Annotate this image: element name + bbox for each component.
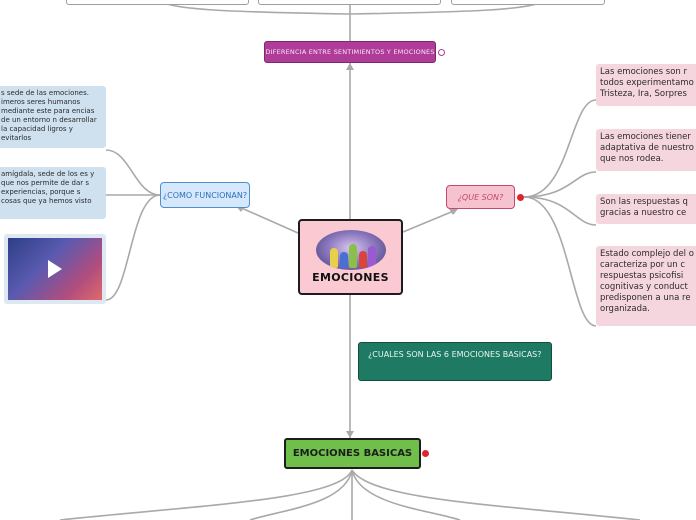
que-son-collapse-icon[interactable] xyxy=(517,194,524,201)
basicas-collapse-icon[interactable] xyxy=(422,450,429,457)
central-title: EMOCIONES xyxy=(312,271,389,284)
card-text: amígdala, sede de los es y que nos permi… xyxy=(1,170,95,205)
como-funcionan-label: ¿COMO FUNCIONAN? xyxy=(162,190,248,200)
card-text: Estado complejo del o caracteriza por un… xyxy=(600,249,694,314)
como-funcionan-card-2[interactable]: amígdala, sede de los es y que nos permi… xyxy=(0,167,106,219)
cuales-son-topic[interactable]: ¿CUALES SON LAS 6 EMOCIONES BASICAS? xyxy=(358,342,552,381)
que-son-card-4[interactable]: Estado complejo del o caracteriza por un… xyxy=(596,246,696,326)
que-son-topic[interactable]: ¿QUE SON? xyxy=(446,185,515,209)
video-thumbnail[interactable] xyxy=(4,234,106,304)
que-son-card-3[interactable]: Son las respuestas q gracias a nuestro c… xyxy=(596,194,696,224)
como-funcionan-card-1[interactable]: s sede de las emociones. imeros seres hu… xyxy=(0,86,106,148)
inside-out-characters-image xyxy=(316,230,386,270)
central-topic[interactable]: EMOCIONES xyxy=(298,219,403,295)
emociones-basicas-label: EMOCIONES BASICAS xyxy=(292,448,413,459)
card-text: s sede de las emociones. imeros seres hu… xyxy=(1,89,97,142)
card-text: Las emociones son r todos experimentamo … xyxy=(600,67,694,99)
como-funcionan-topic[interactable]: ¿COMO FUNCIONAN? xyxy=(160,182,250,208)
card-text: Son las respuestas q gracias a nuestro c… xyxy=(600,197,688,218)
top-card-right[interactable] xyxy=(451,0,605,5)
diferencia-collapse-icon[interactable] xyxy=(438,49,445,56)
emociones-basicas-topic[interactable]: EMOCIONES BASICAS xyxy=(284,438,421,469)
cuales-son-label: ¿CUALES SON LAS 6 EMOCIONES BASICAS? xyxy=(368,350,542,359)
play-icon[interactable] xyxy=(48,260,62,278)
diferencia-label: DIFERENCIA ENTRE SENTIMIENTOS Y EMOCIONE… xyxy=(265,48,435,56)
que-son-card-1[interactable]: Las emociones son r todos experimentamo … xyxy=(596,64,696,106)
que-son-card-2[interactable]: Las emociones tiener adaptativa de nuest… xyxy=(596,129,696,171)
video-frame xyxy=(8,238,102,300)
top-card-left[interactable] xyxy=(66,0,249,5)
diferencia-topic[interactable]: DIFERENCIA ENTRE SENTIMIENTOS Y EMOCIONE… xyxy=(264,41,436,63)
que-son-label: ¿QUE SON? xyxy=(457,192,504,202)
top-card-center[interactable] xyxy=(258,0,441,5)
card-text: Las emociones tiener adaptativa de nuest… xyxy=(600,132,694,164)
